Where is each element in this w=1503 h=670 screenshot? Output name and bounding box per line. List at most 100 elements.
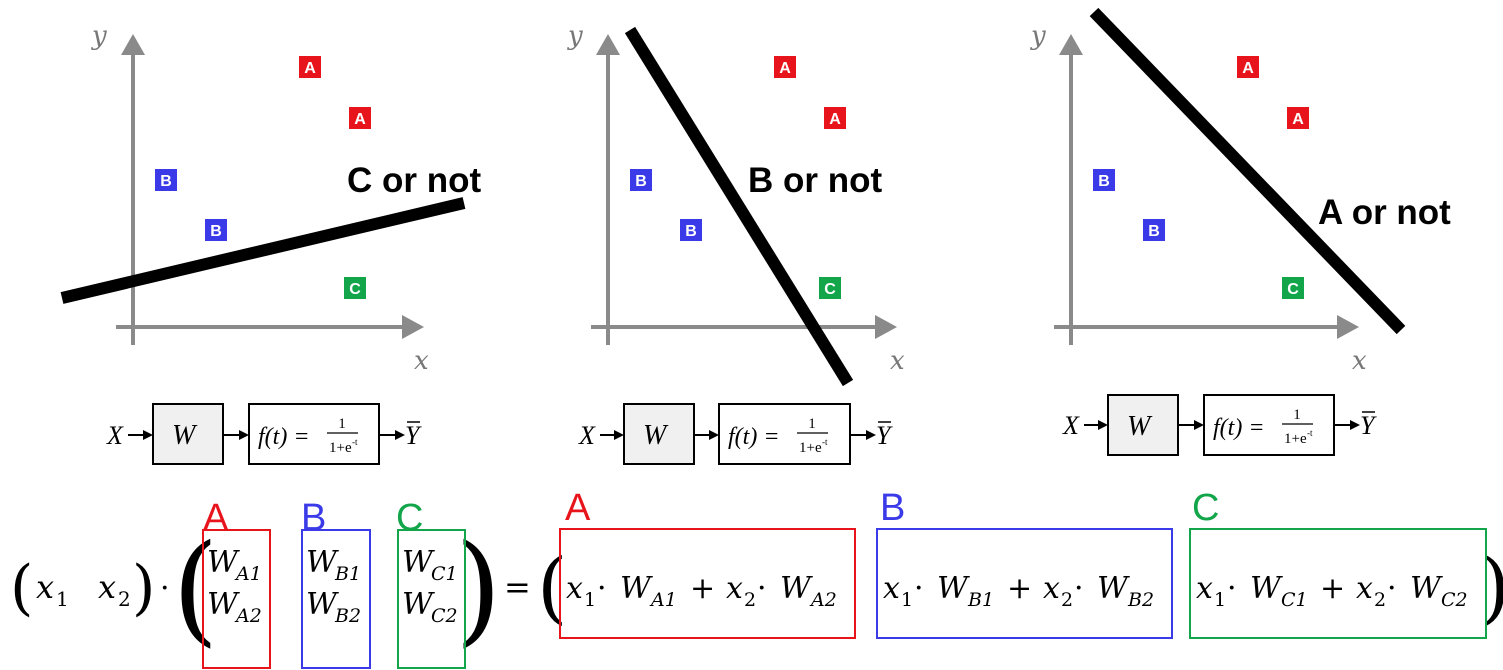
svg-text:A: A: [1292, 111, 1304, 128]
line-label: A or not: [1318, 193, 1451, 232]
separator-line: [624, 26, 854, 387]
x-axis-label: x: [1352, 346, 1367, 376]
svg-text:A: A: [304, 60, 316, 77]
x-axis-label: x: [414, 346, 429, 376]
svg-text:C: C: [1287, 281, 1299, 298]
panel-2: y x A A B B C B or not X W f(t) = 1 1+e …: [567, 21, 905, 465]
w-c1-sub: C1: [431, 563, 458, 585]
multiply-dot: ·: [160, 571, 170, 606]
svg-text:A: A: [829, 111, 841, 128]
svg-text:A: A: [779, 60, 791, 77]
svg-text:·: ·: [757, 571, 767, 606]
svg-text:B1: B1: [967, 589, 994, 611]
func-den-exp: -t: [352, 437, 358, 447]
y-axis-label: y: [1030, 21, 1046, 51]
line-label: B or not: [748, 161, 882, 200]
row-vector-close-paren: ): [132, 553, 155, 623]
panel-1-axes: y x: [91, 21, 429, 376]
svg-text:A2: A2: [809, 589, 837, 611]
w-b2: W: [306, 587, 339, 622]
pipeline-2: X W f(t) = 1 1+e -t Y: [578, 403, 893, 465]
svg-text:A: A: [354, 111, 366, 128]
func-den: 1+e: [1284, 431, 1307, 447]
column-box-a: [202, 529, 271, 669]
w-a1-sub: A1: [234, 563, 262, 585]
weight-label: W: [1127, 411, 1153, 442]
svg-text:C: C: [349, 281, 361, 298]
point-a: A: [299, 56, 321, 78]
svg-text:x: x: [726, 571, 743, 606]
point-a: A: [774, 56, 796, 78]
input-label: X: [578, 421, 596, 450]
svg-text:2: 2: [744, 589, 756, 611]
svg-text:W: W: [1097, 571, 1130, 606]
row-x2-sub: 2: [118, 587, 131, 611]
svg-text:1: 1: [584, 589, 596, 611]
matrix-open-paren: (: [172, 520, 219, 659]
svg-text:+: +: [1007, 571, 1032, 606]
column-header-a: A: [203, 497, 229, 539]
w-c2: W: [402, 587, 435, 622]
result-box-c: [1189, 528, 1487, 639]
svg-text:A1: A1: [649, 589, 677, 611]
svg-text:W: W: [1250, 571, 1283, 606]
weight-label: W: [643, 420, 669, 451]
svg-text:B: B: [1098, 173, 1110, 190]
sigmoid-box: [718, 403, 851, 465]
svg-text:A: A: [1242, 60, 1254, 77]
point-c: C: [1282, 277, 1304, 299]
svg-text:1: 1: [901, 589, 913, 611]
w-c1: W: [402, 545, 435, 580]
output-label: Y: [1360, 411, 1377, 440]
svg-text:C2: C2: [1441, 589, 1468, 611]
svg-text:W: W: [780, 571, 813, 606]
svg-text:B2: B2: [1127, 589, 1154, 611]
point-c: C: [344, 277, 366, 299]
y-axis-label: y: [567, 21, 583, 51]
svg-text:B: B: [210, 223, 222, 240]
output-label: Y: [876, 421, 893, 450]
sigmoid-box: [1203, 394, 1335, 456]
panel-3-axes: y x: [1030, 21, 1367, 376]
w-b1: W: [306, 545, 339, 580]
svg-text:·: ·: [597, 571, 607, 606]
result-close-paren: ): [1480, 543, 1503, 633]
svg-text:·: ·: [1387, 571, 1397, 606]
x-axis-label: x: [890, 346, 905, 376]
svg-text:x: x: [1043, 571, 1060, 606]
point-b: B: [1143, 219, 1165, 241]
svg-text:W: W: [1410, 571, 1443, 606]
svg-text:·: ·: [914, 571, 924, 606]
svg-text:B: B: [685, 223, 697, 240]
svg-text:B: B: [160, 173, 172, 190]
point-a: A: [1287, 107, 1309, 129]
point-b: B: [1093, 169, 1115, 191]
func-den: 1+e: [799, 440, 822, 456]
w-b2-sub: B2: [334, 605, 361, 627]
row-x1: x: [36, 568, 54, 606]
matrix-equation: ( x 1 x 2 ) · ( ) A W A1 W A2 B W B1 W B…: [10, 487, 1503, 669]
column-header-c: C: [396, 497, 423, 539]
w-a1: W: [207, 545, 240, 580]
point-a: A: [1237, 56, 1259, 78]
input-label: X: [106, 421, 124, 450]
result-header-a: A: [565, 487, 591, 529]
equals-sign: =: [504, 568, 531, 606]
func-lhs: f(t) =: [1213, 415, 1265, 441]
svg-text:+: +: [1320, 571, 1345, 606]
func-den-exp: -t: [1307, 428, 1313, 438]
row-x1-sub: 1: [56, 587, 69, 611]
pipeline-1: X W f(t) = 1 1+e -t Y: [106, 403, 422, 465]
func-lhs: f(t) =: [258, 424, 310, 450]
separator-line: [1089, 7, 1406, 335]
point-b: B: [630, 169, 652, 191]
func-den-exp: -t: [822, 437, 828, 447]
svg-text:+: +: [690, 571, 715, 606]
svg-text:W: W: [620, 571, 653, 606]
result-expr-c: x 1 · W C1 + x 2 · W C2: [1196, 571, 1468, 611]
w-c2-sub: C2: [431, 605, 458, 627]
result-header-c: C: [1192, 487, 1219, 529]
column-box-c: [397, 529, 466, 669]
point-a: A: [824, 107, 846, 129]
